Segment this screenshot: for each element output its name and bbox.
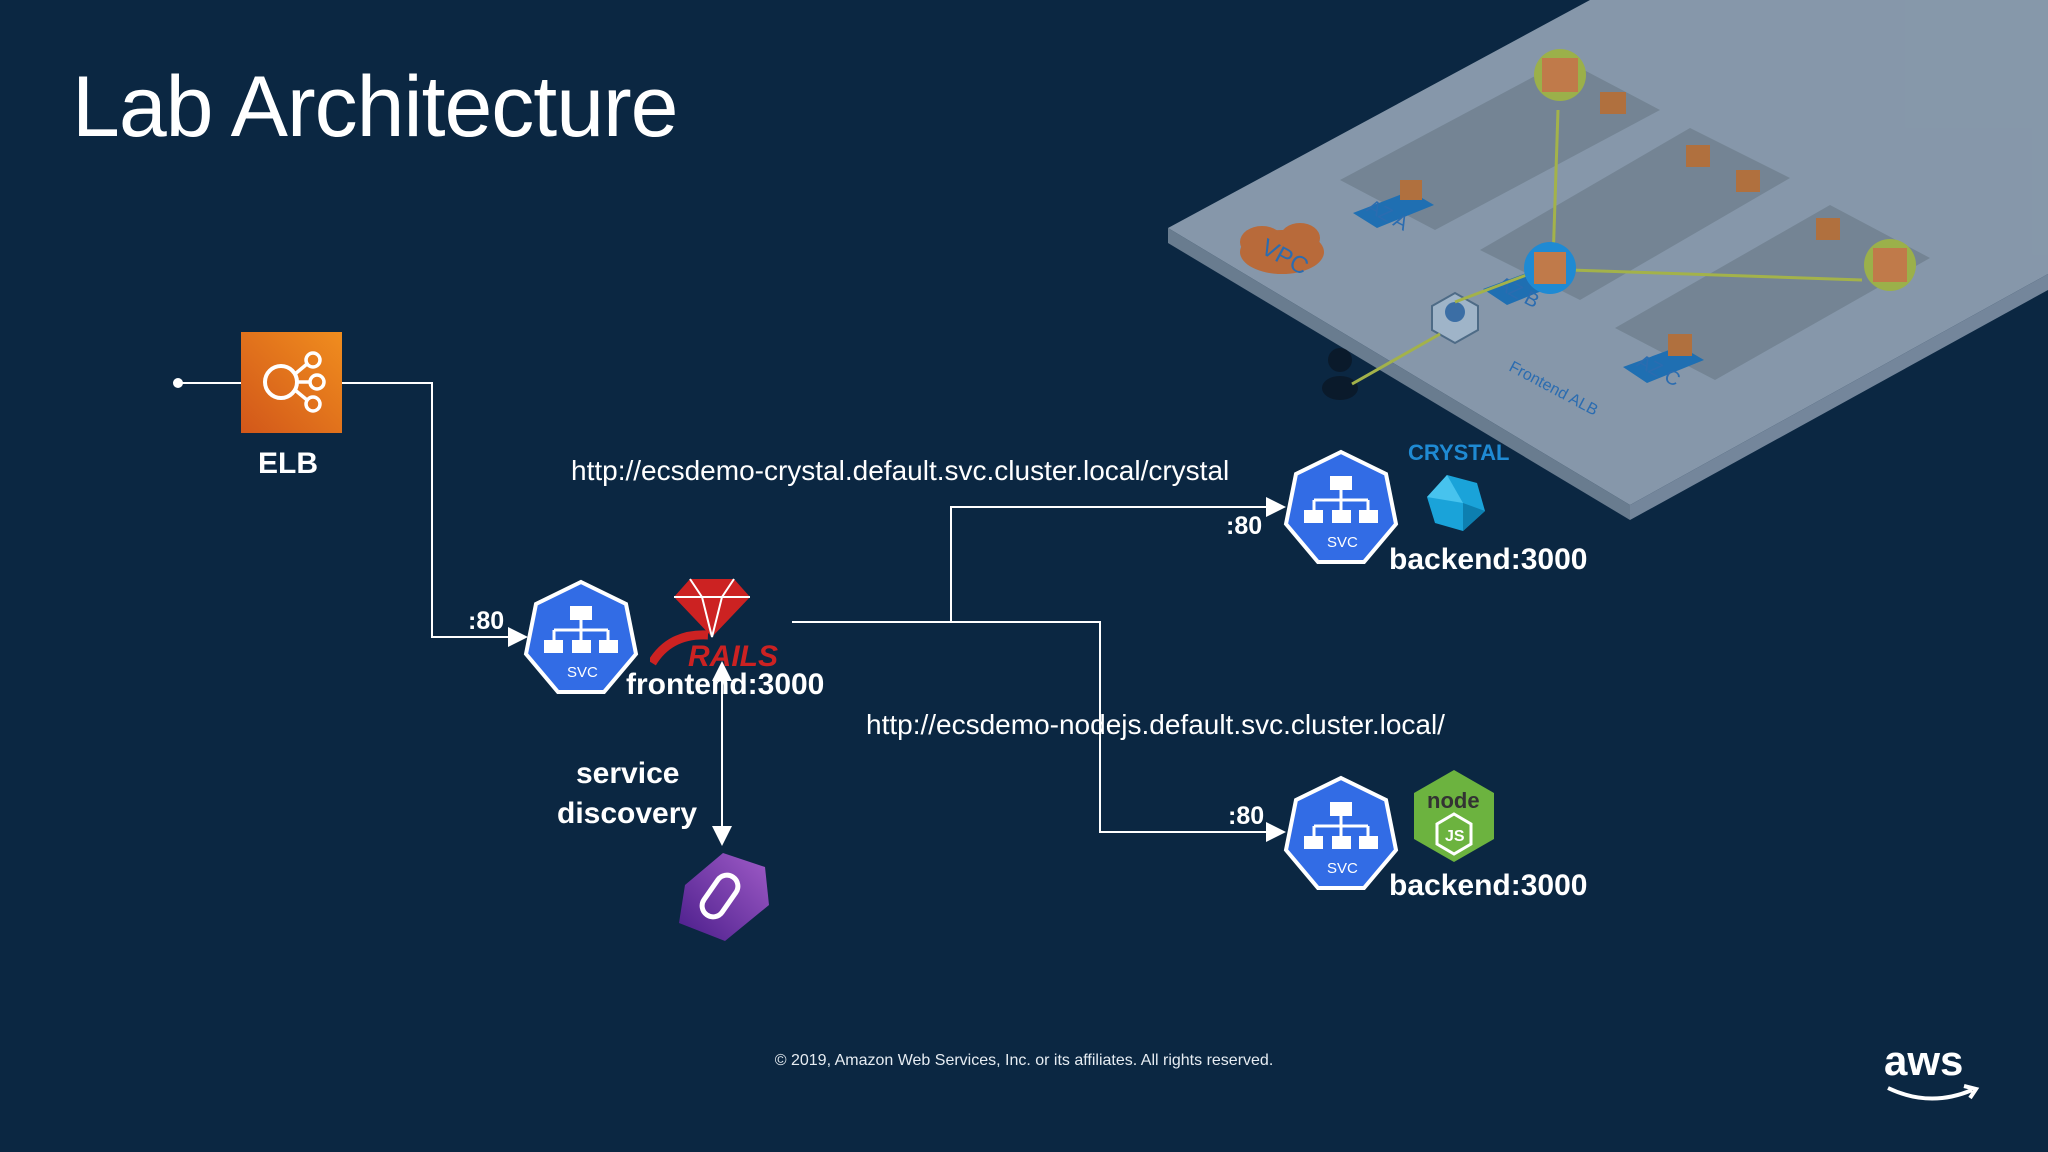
elb-icon <box>241 332 342 433</box>
crystal-svc-node[interactable]: SVC <box>1282 448 1400 566</box>
svg-text:JS: JS <box>1445 828 1465 845</box>
aws-smile-icon <box>1887 1084 1980 1101</box>
nodejs-icon: node JS <box>1414 770 1494 862</box>
elb-node[interactable] <box>241 332 342 433</box>
aws-logo-text: aws <box>1884 1037 1964 1084</box>
svg-text:node: node <box>1427 788 1480 813</box>
nodejs-svc-node[interactable]: SVC <box>1282 774 1400 892</box>
nodejs-logo: node JS <box>1411 768 1497 864</box>
frontend-to-nodejs-line <box>951 621 1286 842</box>
svg-text:RAILS: RAILS <box>688 640 778 670</box>
nodejs-url-label: http://ecsdemo-nodejs.default.svc.cluste… <box>866 709 1445 740</box>
frontend-name-label: frontend:3000 <box>626 668 825 701</box>
crystal-logo: CRYSTAL <box>1405 435 1515 545</box>
frontend-svc-node[interactable]: SVC <box>522 578 640 696</box>
user-to-alb-flow <box>1351 332 1441 386</box>
aws-logo: aws <box>1884 1040 1984 1110</box>
alb-icon <box>1431 291 1479 345</box>
elb-to-frontend-line <box>342 382 528 647</box>
crystal-port-label: :80 <box>1226 512 1263 540</box>
elb-label: ELB <box>258 447 318 480</box>
svg-text:SVC: SVC <box>1327 534 1358 551</box>
frontend-port-label: :80 <box>468 607 505 635</box>
service-discovery-label-line2: discovery <box>557 797 698 830</box>
crystal-name-label: backend:3000 <box>1389 543 1588 576</box>
nodejs-port-label: :80 <box>1228 802 1265 830</box>
frontend-to-crystal-line <box>950 497 1286 622</box>
kubernetes-svc-icon: SVC <box>523 579 639 694</box>
cloud-map-icon <box>679 853 769 941</box>
kubernetes-svc-icon: SVC <box>1283 449 1399 564</box>
slide-title: Lab Architecture <box>72 59 678 155</box>
frontend-to-backend-c-flow <box>1569 268 1863 282</box>
rails-logo: RAILS <box>648 575 780 673</box>
service-discovery-label-line1: service <box>576 757 680 790</box>
copyright-footer: © 2019, Amazon Web Services, Inc. or its… <box>774 1052 1274 1069</box>
svg-text:SVC: SVC <box>567 664 598 681</box>
frontend-to-backend-a-flow <box>1551 109 1560 263</box>
user-icon <box>1322 348 1358 400</box>
ruby-gem-icon: RAILS <box>648 578 778 673</box>
subnet-az-c <box>1615 205 1930 380</box>
cloud-map-node[interactable] <box>665 845 780 945</box>
crystal-icon: CRYSTAL <box>1408 440 1509 531</box>
svg-text:CRYSTAL: CRYSTAL <box>1408 440 1509 465</box>
nodejs-name-label: backend:3000 <box>1389 869 1588 902</box>
svg-text:SVC: SVC <box>1327 860 1358 877</box>
kubernetes-svc-icon: SVC <box>1283 775 1399 890</box>
container-icons <box>1400 49 1916 356</box>
crystal-url-label: http://ecsdemo-crystal.default.svc.clust… <box>571 455 1230 486</box>
